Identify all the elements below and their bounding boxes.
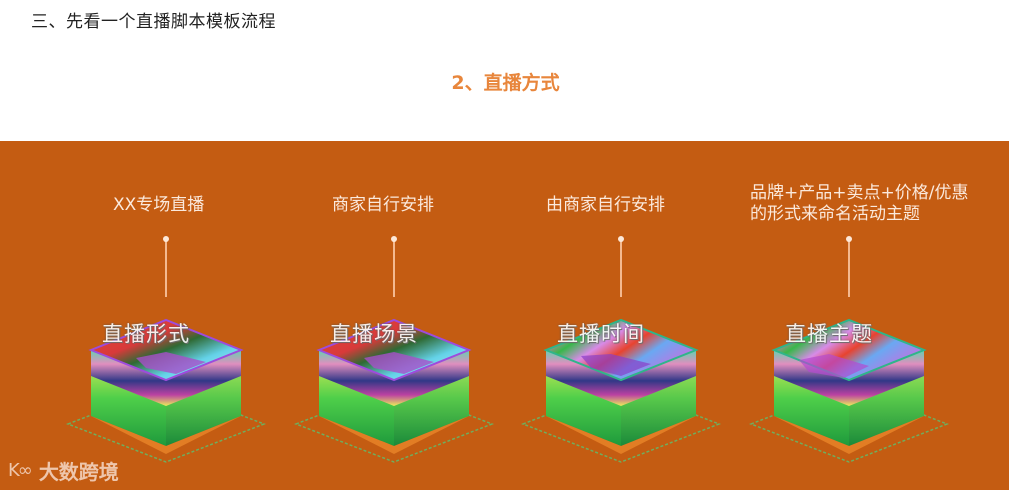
cube-text-4: 直播主题	[785, 322, 873, 346]
item-label-2: 商家自行安排	[332, 195, 434, 215]
item-label-3: 由商家自行安排	[546, 195, 665, 215]
cube-icon	[66, 318, 266, 463]
cube-4: 直播主题	[749, 296, 949, 486]
connector-line-3	[618, 236, 624, 297]
section-heading: 三、先看一个直播脚本模板流程	[31, 12, 276, 32]
item-label-4: 品牌+产品+卖点+价格/优惠的形式来命名活动主题	[750, 183, 969, 224]
cube-text-1: 直播形式	[102, 322, 190, 346]
item-label-1: XX专场直播	[113, 195, 205, 215]
cube-3: 直播时间	[521, 296, 721, 486]
cube-2: 直播场景	[294, 296, 494, 486]
watermark-text: 大数跨境	[38, 460, 119, 484]
connector-line-1	[163, 236, 169, 297]
logo-icon: K∞	[8, 460, 33, 481]
watermark: K∞ 大数跨境	[8, 456, 119, 485]
cube-text-2: 直播场景	[330, 322, 418, 346]
cube-text-3: 直播时间	[557, 322, 645, 346]
connector-line-2	[391, 236, 397, 297]
cube-icon	[521, 318, 721, 463]
connector-line-4	[846, 236, 852, 297]
slide-title: 2、直播方式	[451, 72, 560, 94]
cube-icon	[294, 318, 494, 463]
cube-1: 直播形式	[66, 296, 266, 486]
cube-icon	[749, 318, 949, 463]
